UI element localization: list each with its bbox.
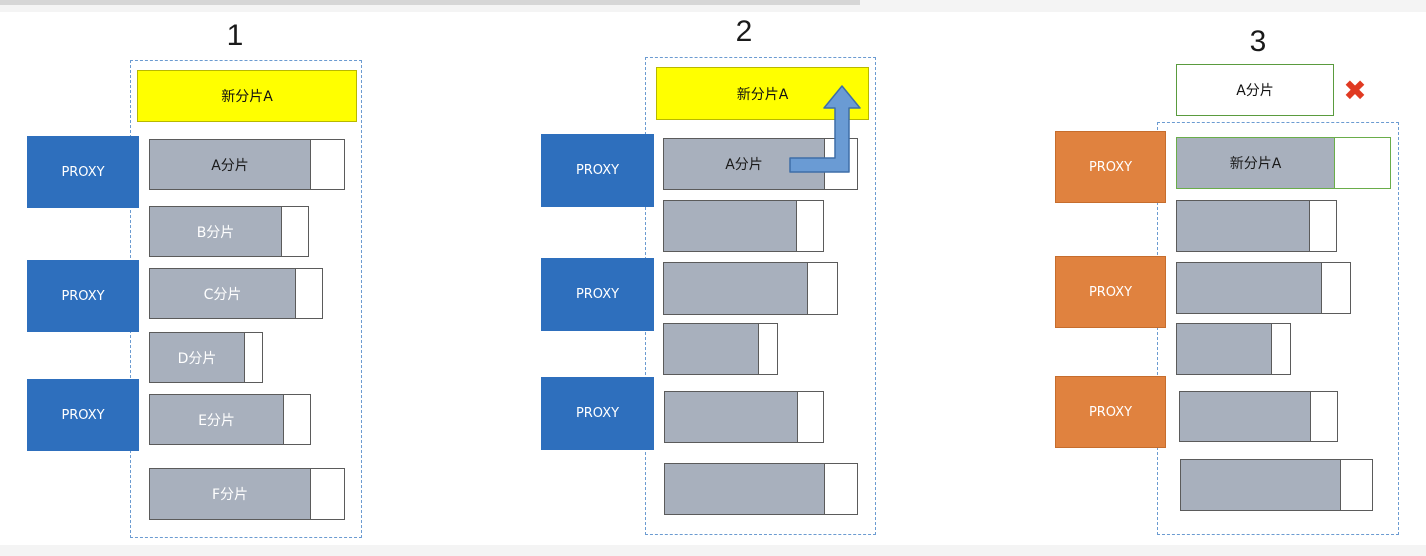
panel-2-shard-2 <box>663 200 824 252</box>
bottom-strip <box>0 545 1426 556</box>
panel-1-shard-b-label: B分片 <box>196 224 235 241</box>
panel-1-shard-e: E分片 <box>149 394 311 445</box>
panel-3-shard-5-fill <box>1180 392 1311 441</box>
panel-3-cluster-boundary <box>1157 122 1399 535</box>
panel-1-proxy-3: PROXY <box>27 379 139 451</box>
panel-1-shard-d-label: D分片 <box>177 350 217 367</box>
panel-3-proxy-1: PROXY <box>1055 131 1166 203</box>
panel-3-proxy-2-label: PROXY <box>1088 284 1133 300</box>
panel-2-shard-6 <box>664 463 858 515</box>
panel-1-proxy-2: PROXY <box>27 260 139 332</box>
panel-2-shard-3 <box>663 262 838 315</box>
panel-1-shard-b-fill: B分片 <box>150 207 282 256</box>
panel-1-shard-a-fill: A分片 <box>150 140 311 189</box>
panel-3-shard-3-fill <box>1177 263 1322 313</box>
panel-1-new-shard-a: 新分片A <box>137 70 357 122</box>
panel-3-shard-4 <box>1176 323 1291 375</box>
panel-1-proxy-2-label: PROXY <box>61 288 105 304</box>
panel-3-shard-new-a-label: 新分片A <box>1229 156 1282 172</box>
panel-2-proxy-2-label: PROXY <box>575 287 620 302</box>
panel-1-new-shard-a-label: 新分片A <box>221 89 273 105</box>
panel-2-proxy-1: PROXY <box>541 134 654 207</box>
panel-1-shard-a-label: A分片 <box>211 157 249 174</box>
panel-2-proxy-1-label: PROXY <box>575 163 620 178</box>
panel-3-shard-new-a-fill: 新分片A <box>1177 138 1335 188</box>
removed-x-icon: ✖ <box>1343 74 1367 107</box>
panel-3-number: 3 <box>1249 25 1267 58</box>
panel-1-shard-c-fill: C分片 <box>150 269 296 318</box>
panel-3-shard-4-fill <box>1177 324 1272 374</box>
panel-1-shard-c-label: C分片 <box>203 286 242 303</box>
panel-2-proxy-2: PROXY <box>541 258 654 331</box>
panel-2-shard-2-fill <box>664 201 797 251</box>
panel-1-shard-d: D分片 <box>149 332 263 383</box>
panel-1-shard-f-label: F分片 <box>211 487 249 503</box>
panel-1-proxy-1-label: PROXY <box>61 164 105 180</box>
panel-3-shard-2-fill <box>1177 201 1310 251</box>
panel-3-proxy-3: PROXY <box>1055 376 1166 448</box>
panel-1-shard-f-fill: F分片 <box>150 469 311 519</box>
panel-1-number: 1 <box>226 19 244 52</box>
panel-2-shard-4-fill <box>664 324 759 374</box>
cropped-text-strip <box>0 0 860 5</box>
panel-2-shard-6-fill <box>665 464 825 514</box>
panel-1-proxy-1: PROXY <box>27 136 139 208</box>
panel-3-shard-2 <box>1176 200 1337 252</box>
panel-2-shard-3-fill <box>664 263 808 314</box>
panel-3-proxy-2: PROXY <box>1055 256 1166 328</box>
panel-3-shard-6-fill <box>1181 460 1341 510</box>
top-strip <box>0 0 1426 12</box>
panel-3-shard-3 <box>1176 262 1351 314</box>
panel-3-proxy-3-label: PROXY <box>1088 404 1133 420</box>
panel-1-shard-d-fill: D分片 <box>150 333 245 382</box>
panel-2-shard-a-label: A分片 <box>725 157 763 173</box>
panel-1-shard-a: A分片 <box>149 139 345 190</box>
panel-2-shard-5-fill <box>665 392 798 442</box>
panel-3-shard-new-a: 新分片A <box>1176 137 1391 189</box>
panel-1-proxy-3-label: PROXY <box>61 407 105 423</box>
panel-1-shard-f: F分片 <box>149 468 345 520</box>
panel-1-shard-e-label: E分片 <box>198 412 235 429</box>
panel-3-proxy-1-label: PROXY <box>1088 159 1133 175</box>
panel-3-shard-6 <box>1180 459 1373 511</box>
migration-arrow-icon <box>789 85 861 173</box>
panel-2-number: 2 <box>735 15 753 48</box>
panel-2-proxy-3-label: PROXY <box>575 406 620 421</box>
panel-2-shard-5 <box>664 391 824 443</box>
panel-3-old-shard-a: A分片 <box>1176 64 1334 116</box>
panel-1-shard-b: B分片 <box>149 206 309 257</box>
panel-1-shard-c: C分片 <box>149 268 323 319</box>
panel-1-shard-e-fill: E分片 <box>150 395 284 444</box>
panel-2-proxy-3: PROXY <box>541 377 654 450</box>
panel-3-shard-5 <box>1179 391 1338 442</box>
panel-2-shard-4 <box>663 323 778 375</box>
panel-3-old-shard-a-label: A分片 <box>1236 83 1274 99</box>
